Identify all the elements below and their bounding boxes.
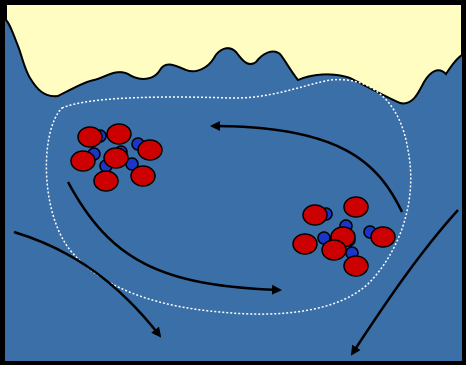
arrow-top-leftward: [210, 121, 404, 213]
large-atom: [137, 139, 163, 161]
large-atom: [321, 239, 347, 261]
large-atom: [343, 196, 369, 218]
large-atom: [103, 147, 129, 169]
large-atom: [77, 126, 103, 148]
irregular-solid-surface: [5, 3, 463, 105]
large-atom: [343, 255, 369, 277]
large-atom: [106, 123, 132, 145]
large-atom: [130, 165, 156, 187]
molecule-cluster-lower-right: [292, 196, 396, 277]
arrow-middle-rightward: [66, 181, 282, 295]
large-atom: [70, 150, 96, 172]
molecule-cluster-upper-left: [70, 123, 163, 192]
large-atom: [93, 170, 119, 192]
large-atom: [302, 204, 328, 226]
arrow-outer-left: [13, 230, 162, 338]
arrow-outer-right: [350, 209, 459, 356]
large-atom: [292, 233, 318, 255]
large-atom: [370, 226, 396, 248]
